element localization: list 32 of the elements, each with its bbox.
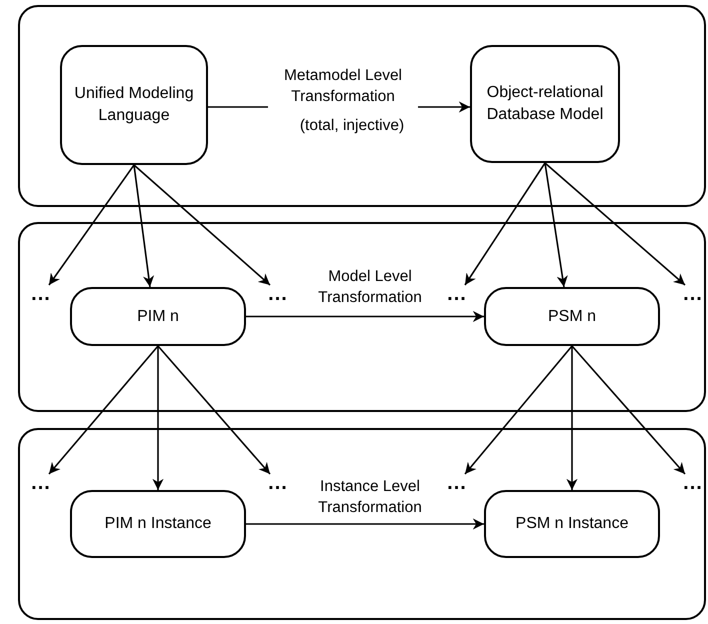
ellipsis: ... xyxy=(264,474,292,488)
ellipsis: ... xyxy=(264,285,292,299)
ellipsis: ... xyxy=(443,285,471,299)
rounded-box: PIM n Instance xyxy=(70,490,246,558)
arrow xyxy=(464,162,546,286)
arrow xyxy=(157,345,271,475)
level-panel xyxy=(18,5,706,207)
arrow xyxy=(133,164,271,286)
level-panel xyxy=(18,428,706,620)
arrow xyxy=(544,162,568,288)
level-panel xyxy=(18,222,706,412)
edge-label: Metamodel Level Transformation xyxy=(268,66,418,108)
ellipsis: ... xyxy=(680,474,706,488)
rounded-box: PSM n xyxy=(484,287,660,346)
arrow xyxy=(152,346,164,490)
ellipsis: ... xyxy=(27,285,55,299)
arrow xyxy=(464,345,573,475)
arrow xyxy=(48,164,135,286)
arrow xyxy=(544,162,686,286)
arrow xyxy=(246,518,484,530)
arrow xyxy=(246,310,484,322)
rounded-box: Object-relational Database Model xyxy=(470,45,620,163)
arrow xyxy=(133,164,154,288)
ellipsis: ... xyxy=(27,474,55,488)
rounded-box: PSM n Instance xyxy=(484,490,660,558)
arrow xyxy=(48,345,159,475)
rounded-box: Unified Modeling Language xyxy=(60,45,208,165)
ellipsis: ... xyxy=(680,285,706,299)
arrow xyxy=(571,345,686,475)
arrow xyxy=(566,346,578,490)
ellipsis: ... xyxy=(443,474,471,488)
rounded-box: PIM n xyxy=(70,287,246,346)
